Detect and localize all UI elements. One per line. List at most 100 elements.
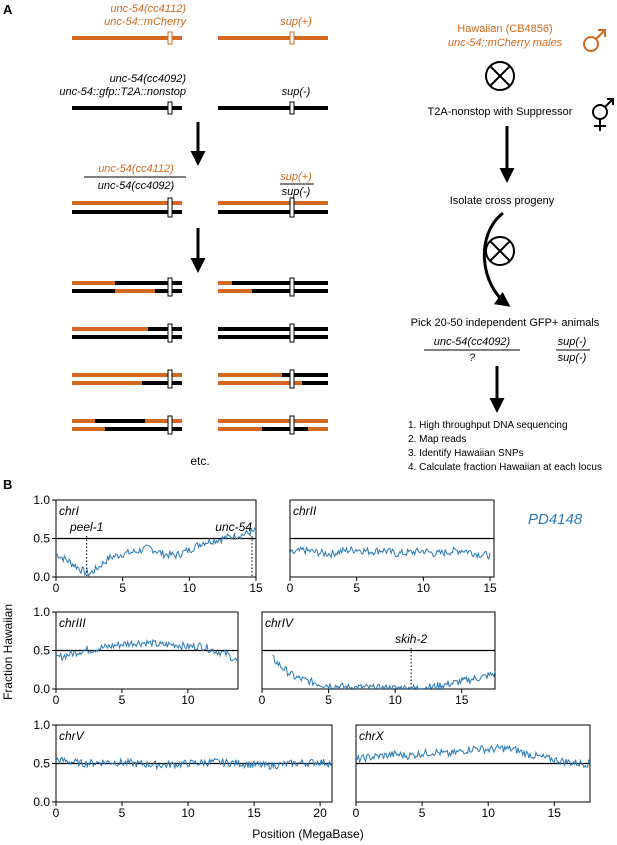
chromosome-title: chrIII [59,616,86,630]
y-tick-label: 1.0 [33,718,50,732]
self-cross-arrow [482,211,511,307]
x-tick-label: 15 [247,806,261,820]
recombinant-pair-3 [72,369,328,389]
chromosome-title: chrX [359,729,385,743]
step-2: 2. Map reads [408,434,466,445]
f1-chromosome-pair-left [72,197,182,218]
x-tick-label: 5 [119,806,126,820]
hawaiian-males-label: unc-54::mCherry males [448,37,563,49]
chromosome-plots: 0 5 10 15 0.0 0.5 1.0 chrI peel-1 unc-54 0 5 10 15 chr… [33,493,591,820]
etc-label: etc. [190,454,209,468]
parent1-genotype-bottom: unc-54::mCherry [104,16,187,28]
f1-genotype-denominator: unc-54(cc4092) [98,180,175,192]
x-tick-label: 10 [388,693,402,707]
step-1: 1. High throughput DNA sequencing [408,420,568,431]
hawaiian-strain-label: Hawaiian (CB4856) [457,23,552,35]
data-trace [272,654,496,691]
hermaphrodite-symbol-icon [592,98,614,131]
y-tick-label: 1.0 [33,605,50,619]
pick-genotype-numerator: unc-54(cc4092) [434,336,511,348]
step-3: 3. Identify Hawaiian SNPs [408,448,524,459]
x-tick-label: 15 [249,581,263,595]
male-symbol-icon [583,29,606,52]
data-trace [55,756,333,771]
t2a-suppressor-label: T2A-nonstop with Suppressor [428,106,573,118]
parent2-chromosome-left [72,101,182,115]
step-4: 4. Calculate fraction Hawaiian at each l… [408,462,602,473]
x-tick-label: 15 [483,581,497,595]
locus-label: peel-1 [69,520,103,534]
y-axis-label: Fraction Hawaiian [1,604,15,700]
x-tick-label: 5 [353,581,360,595]
locus-label: unc-54 [215,520,252,534]
x-tick-label: 10 [417,581,431,595]
f1-chromosome-pair-right [218,197,328,218]
x-tick-label: 10 [181,693,195,707]
y-tick-label: 0.5 [33,644,50,658]
x-tick-label: 5 [119,581,126,595]
y-tick-label: 0.0 [33,795,50,809]
y-tick-label: 0.0 [33,570,50,584]
x-tick-label: 10 [183,581,197,595]
recombinant-pair-4 [72,415,328,435]
parent1-sup-label: sup(+) [280,16,312,28]
pick-sup-denominator: sup(-) [558,352,587,364]
x-tick-label: 0 [353,806,360,820]
panel-b-label: B [3,477,12,492]
strain-label: PD4148 [528,511,583,528]
recombinant-pair-1 [72,277,328,297]
x-tick-label: 20 [313,806,327,820]
x-tick-label: 0 [259,693,266,707]
pick-sup-numerator: sup(-) [558,336,587,348]
x-tick-label: 15 [548,806,562,820]
data-trace [355,743,591,769]
data-trace [289,545,491,561]
chart-chrI: 0 5 10 15 0.0 0.5 1.0 chrI peel-1 unc-54 [33,493,263,595]
f1-sup-numerator: sup(+) [280,171,312,183]
x-axis-label: Position (MegaBase) [252,827,363,841]
chart-chrII: 0 5 10 15 chrII [287,499,497,595]
y-tick-label: 1.0 [33,493,50,507]
f1-sup-denominator: sup(-) [282,186,311,198]
parent2-genotype-top: unc-54(cc4092) [110,73,187,85]
x-tick-label: 15 [455,693,469,707]
parent2-chromosome-right [218,101,328,115]
pick-animals-label: Pick 20-50 independent GFP+ animals [411,317,600,329]
chromosome-title: chrII [293,504,317,518]
panel-a-label: A [3,2,13,17]
x-tick-label: 5 [119,693,126,707]
parent1-chromosome-right [218,31,328,45]
chart-chrX: 0 5 10 15 chrX [353,724,591,820]
parent2-genotype-bottom: unc-54::gfp::T2A::nonstop [59,86,186,98]
circled-x-icon-2 [485,236,515,266]
recombinant-pair-2 [72,323,328,343]
chart-chrV: 0 5 10 15 20 0.0 0.5 1.0 chrV [33,718,333,820]
data-trace [55,527,257,578]
x-tick-label: 10 [181,806,195,820]
isolate-progeny-label: Isolate cross progeny [450,195,555,207]
x-tick-label: 5 [419,806,426,820]
x-tick-label: 0 [53,806,60,820]
y-tick-label: 0.5 [33,757,50,771]
x-tick-label: 10 [482,806,496,820]
analysis-steps-list: 1. High throughput DNA sequencing 2. Map… [408,420,602,473]
locus-label: skih-2 [395,632,427,646]
y-tick-label: 0.5 [33,532,50,546]
parent1-genotype-top: unc-54(cc4112) [110,3,186,15]
x-tick-label: 5 [325,693,332,707]
chromosome-title: chrI [59,504,80,518]
chart-chrIV: 0 5 10 15 chrIV skih-2 [259,611,496,707]
chromosome-title: chrV [59,729,85,743]
parent2-sup-label: sup(-) [282,86,311,98]
x-tick-label: 0 [287,581,294,595]
data-trace [55,638,239,662]
f1-genotype-numerator: unc-54(cc4112) [98,163,174,175]
x-tick-label: 0 [53,581,60,595]
pick-genotype-denominator: ? [469,352,476,364]
chromosome-title: chrIV [265,616,294,630]
circled-x-icon [485,61,515,91]
parent1-chromosome-left [72,31,182,45]
y-tick-label: 0.0 [33,682,50,696]
